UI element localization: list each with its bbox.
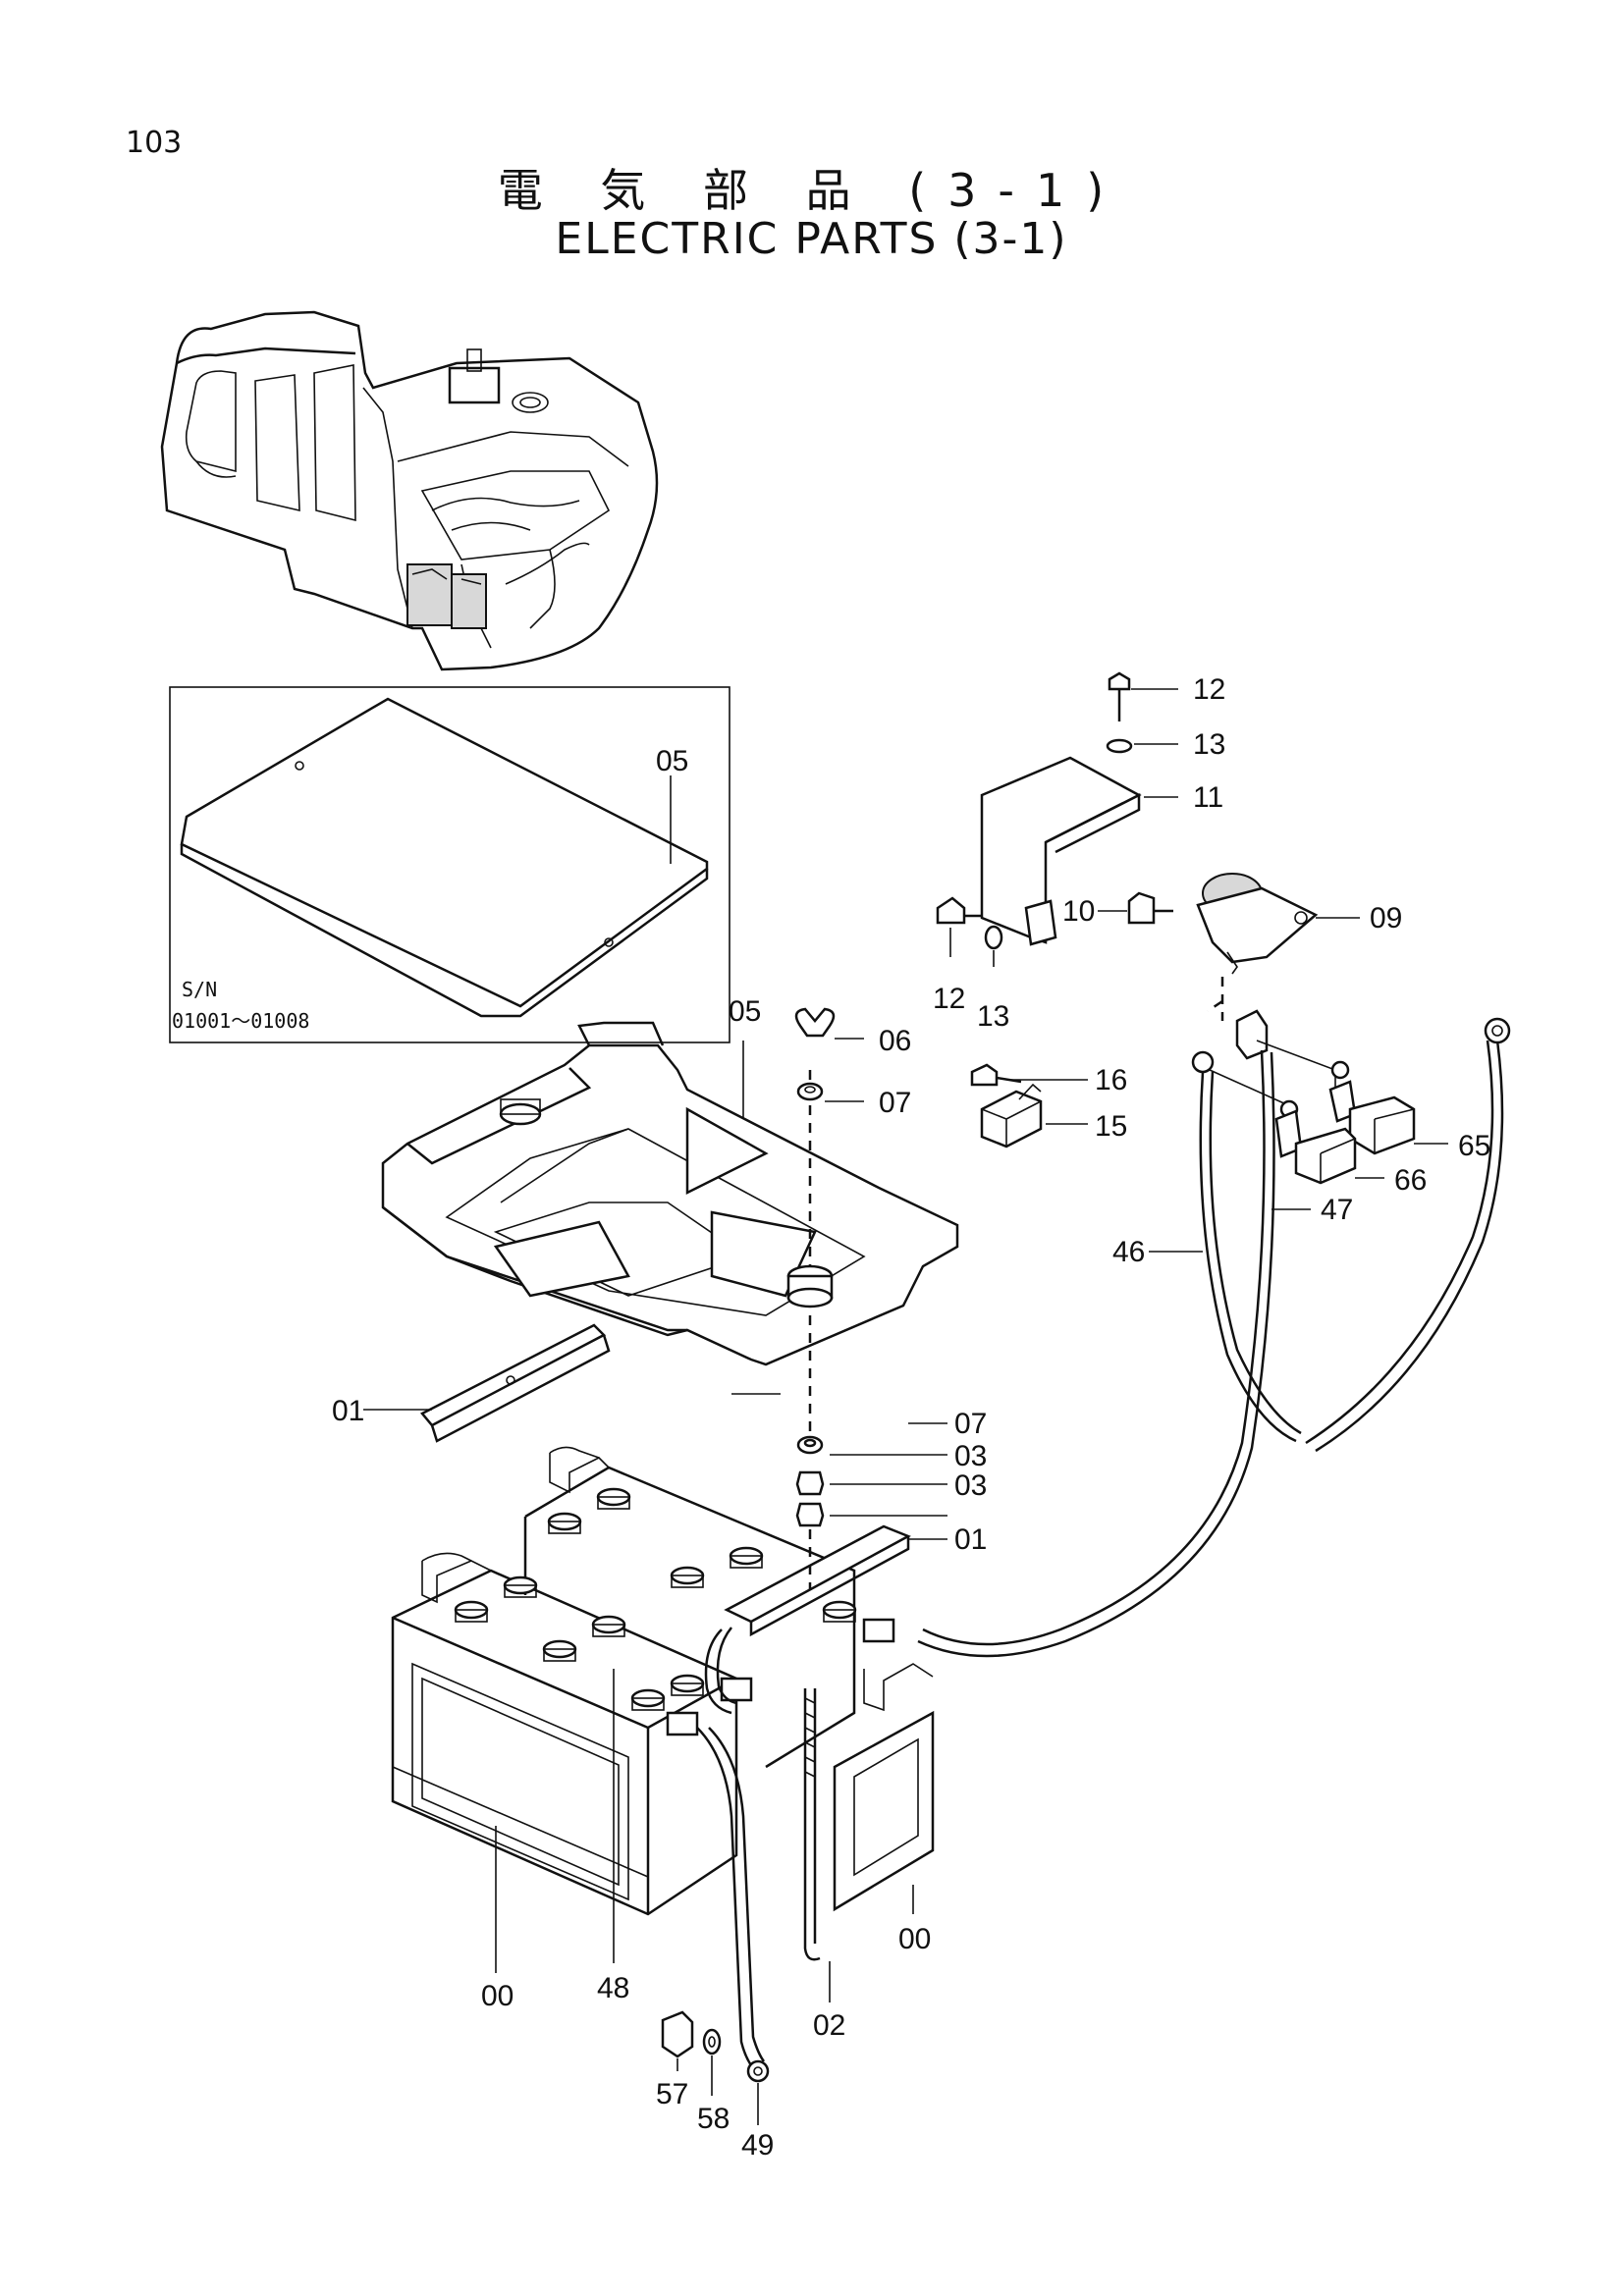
callout-57: 57 [656,2078,688,2110]
callout-00-right: 00 [898,1923,931,1955]
callout-03-upper: 03 [954,1440,987,1472]
nut-57-washer-58 [661,2010,759,2125]
bar-01-right [724,1524,947,1637]
wing-nut-and-washer [794,1007,864,1102]
callout-11: 11 [1193,781,1223,814]
callout-05: 05 [729,995,761,1028]
callout-05-inset: 05 [656,745,688,777]
callout-06: 06 [879,1025,911,1057]
callout-02: 02 [813,2009,845,2042]
batteries-drawing [391,1446,935,1916]
serial-inset-box: S/N 01001～01008 05 [169,686,730,1043]
callout-10: 10 [1062,895,1095,928]
relay-15-assembly [970,1063,1088,1148]
battery-caps [454,1487,857,1711]
rod-02-and-hardware [795,1070,947,2002]
callout-07-bottom: 07 [954,1408,987,1440]
callout-13-bottom: 13 [977,1000,1009,1033]
cables-and-connectors [613,1009,1511,2083]
callout-65: 65 [1458,1130,1490,1162]
callout-07-top: 07 [879,1087,911,1119]
callout-58: 58 [697,2103,730,2135]
callout-12-top: 12 [1193,673,1225,706]
page-title-english: ELECTRIC PARTS (3-1) [555,214,1068,264]
callout-09: 09 [1370,902,1402,934]
page-number: 103 [126,126,183,160]
relay-bracket-assembly [936,671,1360,1021]
callout-01-left: 01 [332,1395,364,1427]
excavator-overview-drawing [160,310,659,671]
battery-tray-drawing [381,1021,959,1366]
page-title-japanese: 電 気 部 品 (3-1) [497,164,1126,217]
callout-47: 47 [1321,1194,1353,1226]
callout-66: 66 [1394,1164,1427,1197]
callout-13-top: 13 [1193,728,1225,761]
callout-12-bottom: 12 [933,983,965,1015]
callout-00-left: 00 [481,1980,514,2012]
callout-03-lower: 03 [954,1469,987,1502]
serial-range: 01001～01008 [172,1009,309,1033]
callout-15: 15 [1095,1110,1127,1143]
callout-48: 48 [597,1972,629,2004]
callout-16: 16 [1095,1064,1127,1096]
callout-01-right: 01 [954,1523,987,1556]
bar-01-left [363,1323,611,1443]
serial-label: S/N [182,978,217,1001]
callout-49: 49 [741,2129,774,2162]
callout-46: 46 [1112,1236,1145,1268]
